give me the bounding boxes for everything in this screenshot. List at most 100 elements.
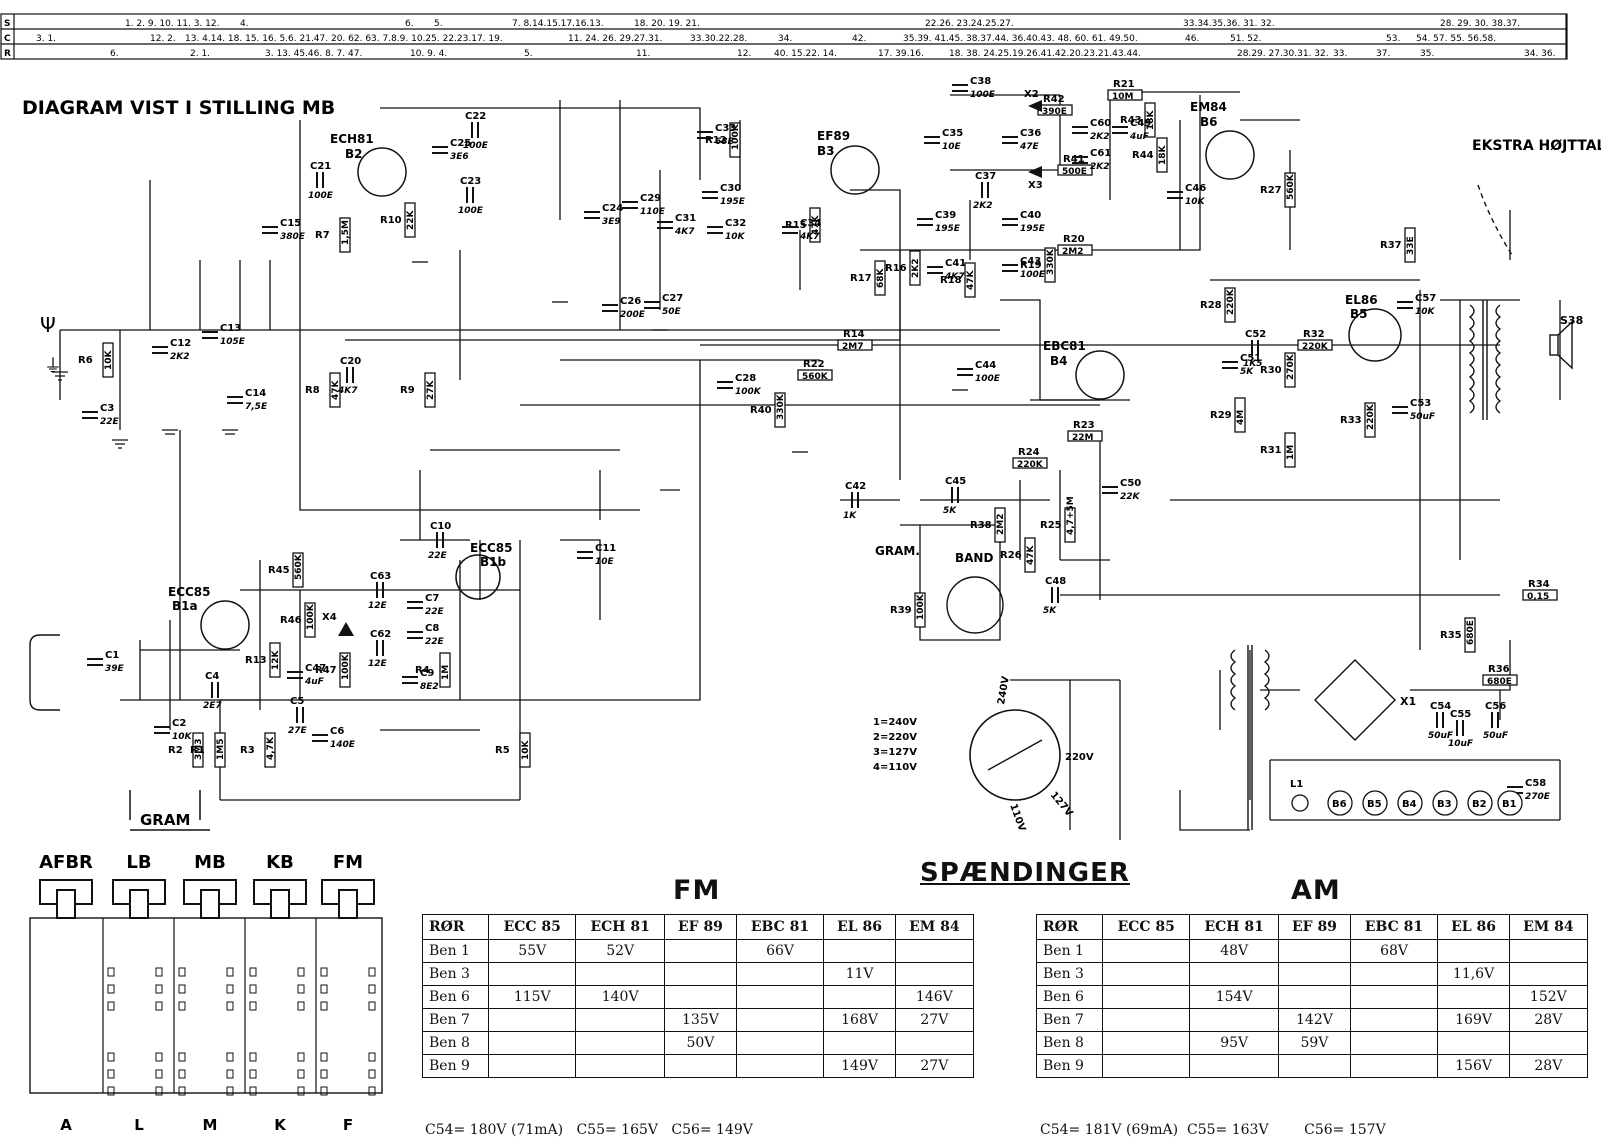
svg-text:5K: 5K	[1240, 367, 1254, 377]
svg-text:1M5: 1M5	[216, 739, 226, 760]
svg-text:22M: 22M	[1072, 433, 1094, 443]
fm-table-title: FM	[673, 875, 721, 906]
index-cell: 35.39. 41.45. 38.37.44. 36.40.43. 48. 60…	[903, 34, 1138, 44]
index-cell: 33.	[1333, 49, 1347, 59]
svg-text:5K: 5K	[1043, 606, 1057, 616]
svg-text:47K: 47K	[331, 379, 341, 400]
svg-text:R45: R45	[268, 565, 290, 576]
table-header-cell: ECH 81	[1189, 914, 1280, 940]
voltage-cell: 27V	[894, 1008, 975, 1032]
x2-label: X2	[1024, 89, 1039, 100]
svg-text:100E: 100E	[970, 90, 996, 100]
switch-button-fm[interactable]: FM	[321, 852, 375, 919]
mains-voltage-2: 2=220V	[873, 732, 917, 743]
svg-text:R28: R28	[1200, 300, 1222, 311]
svg-text:C62: C62	[370, 629, 391, 640]
pin-label-cell: Ben 6	[1035, 985, 1104, 1009]
switch-letter: L	[134, 1116, 144, 1134]
heater-b6: B6	[1327, 790, 1353, 816]
diode-symbols	[338, 100, 1042, 636]
svg-text:R4: R4	[415, 665, 430, 676]
svg-text:R47: R47	[315, 665, 337, 676]
svg-text:C1: C1	[105, 650, 119, 661]
lamp-l1-icon	[1291, 794, 1309, 812]
switch-button-kb[interactable]: KB	[253, 852, 307, 919]
switch-button-mb[interactable]: MB	[183, 852, 237, 919]
svg-text:50uF: 50uF	[1410, 412, 1436, 422]
svg-text:100K: 100K	[306, 603, 316, 630]
am-table-title: AM	[1291, 875, 1341, 906]
svg-text:2K2: 2K2	[170, 352, 190, 362]
svg-text:C26: C26	[620, 296, 641, 307]
switch-button-afbr[interactable]: AFBR	[39, 852, 93, 919]
svg-text:C14: C14	[245, 388, 266, 399]
svg-text:R30: R30	[1260, 365, 1282, 376]
svg-text:22K: 22K	[1120, 492, 1141, 502]
svg-text:R25: R25	[1040, 520, 1062, 531]
voltage-cell: 11V	[823, 962, 896, 986]
svg-text:C28: C28	[735, 373, 756, 384]
voltage-cell: 28V	[1508, 1054, 1589, 1078]
table-header-cell: EBC 81	[735, 914, 825, 940]
tube-em84-label: EM84	[1190, 100, 1227, 114]
svg-text:R8: R8	[305, 385, 320, 396]
voltage-cell: 48V	[1189, 939, 1280, 963]
index-cell: 51. 52.	[1230, 34, 1262, 44]
x4-label: X4	[322, 612, 337, 623]
index-cell: 13. 4.14. 18. 15. 16. 5.6. 21.47. 20. 62…	[185, 34, 503, 44]
svg-text:C27: C27	[662, 293, 683, 304]
index-cell: 4.	[240, 19, 249, 29]
svg-text:C58: C58	[1525, 778, 1546, 789]
svg-text:200E: 200E	[620, 310, 646, 320]
pin-label-cell: Ben 9	[421, 1054, 490, 1078]
index-cell: 17. 39.16.	[878, 49, 924, 59]
svg-text:R44: R44	[1132, 150, 1154, 161]
svg-text:C50: C50	[1120, 478, 1141, 489]
voltage-cell: 142V	[1278, 1008, 1351, 1032]
pin-label-cell: Ben 7	[1035, 1008, 1104, 1032]
index-cell: 5.	[434, 19, 443, 29]
heater-b2: B2	[1467, 790, 1493, 816]
svg-text:4,7K: 4,7K	[266, 736, 276, 760]
din-socket	[946, 576, 1004, 634]
svg-text:R3: R3	[240, 745, 255, 756]
switch-button-label: LB	[126, 852, 151, 873]
svg-text:10K: 10K	[104, 349, 114, 370]
svg-text:100E: 100E	[308, 191, 334, 201]
tube-em84-ref: B6	[1200, 115, 1218, 129]
svg-text:B2: B2	[1472, 799, 1487, 810]
switch-button-lb[interactable]: LB	[112, 852, 166, 919]
capacitor-c26: C26 200E	[602, 296, 646, 320]
svg-text:195E: 195E	[1020, 224, 1046, 234]
table-header-cell: ECH 81	[575, 914, 666, 940]
